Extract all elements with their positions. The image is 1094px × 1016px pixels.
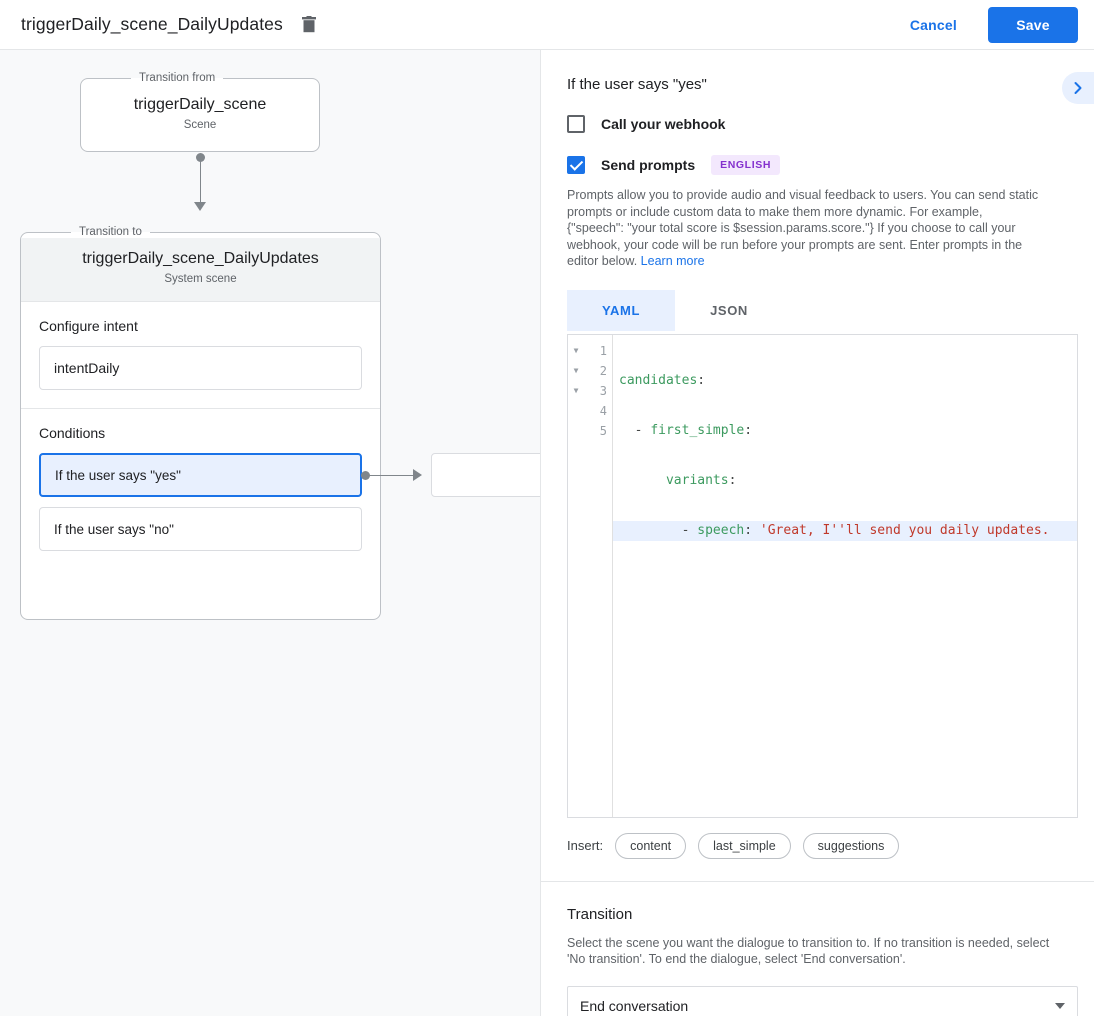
transition-to-header: triggerDaily_scene_DailyUpdates System s… [21, 238, 380, 301]
delete-button[interactable] [297, 13, 321, 37]
fold-arrow-icon[interactable]: ▼ [573, 346, 579, 355]
fold-arrow-icon[interactable]: ▼ [573, 386, 579, 395]
transition-from-node[interactable]: Transition from triggerDaily_scene Scene [80, 72, 320, 152]
insert-chips-row: Insert: content last_simple suggestions [567, 832, 1094, 859]
top-app-bar: triggerDaily_scene_DailyUpdates Cancel S… [0, 0, 1094, 50]
transition-from-subtitle: Scene [183, 119, 217, 131]
insert-label: Insert: [567, 838, 604, 853]
gutter-row: ▼3 [568, 381, 612, 401]
insert-chip-content[interactable]: content [615, 832, 687, 859]
condition-item-yes[interactable]: If the user says "yes" [39, 453, 362, 497]
language-badge: ENGLISH [711, 155, 780, 175]
transition-select[interactable]: End conversation [567, 985, 1078, 1016]
gutter-row: 4 [568, 401, 612, 421]
fold-arrow-icon[interactable]: ▼ [573, 366, 579, 375]
transition-from-legend: Transition from [139, 72, 216, 84]
cancel-button[interactable]: Cancel [896, 9, 971, 41]
connector-line-vertical [200, 157, 201, 203]
code-line-3: variants: [619, 472, 737, 488]
call-webhook-label: Call your webhook [601, 116, 726, 132]
transition-to-legend: Transition to [79, 226, 142, 238]
target-node-partial[interactable] [431, 453, 540, 497]
code-line-5 [613, 571, 1077, 591]
conditions-label: Conditions [39, 425, 106, 441]
transition-section: Transition Select the scene you want the… [541, 882, 1094, 1016]
chevron-down-icon [1055, 1002, 1065, 1009]
transition-select-value: End conversation [580, 997, 689, 1014]
condition-item-no[interactable]: If the user says "no" [39, 507, 362, 551]
prompts-description-text: Prompts allow you to provide audio and v… [567, 188, 1039, 268]
send-prompts-label: Send prompts [601, 157, 696, 173]
connector-arrow-down [194, 202, 206, 211]
panel-header: If the user says "yes" [541, 50, 1094, 93]
prompts-description: Prompts allow you to provide audio and v… [541, 187, 1066, 270]
condition-details-panel: If the user says "yes" Call your webhook… [541, 50, 1094, 1016]
save-button[interactable]: Save [988, 6, 1078, 43]
line-number: 5 [599, 423, 607, 438]
tab-yaml[interactable]: YAML [567, 289, 675, 331]
send-prompts-checkbox[interactable] [567, 156, 585, 174]
gutter-row: 5 [568, 421, 612, 441]
call-webhook-row[interactable]: Call your webhook [541, 115, 1094, 133]
insert-chip-suggestions[interactable]: suggestions [802, 832, 900, 859]
intent-input[interactable]: intentDaily [39, 346, 362, 390]
editor-code-area[interactable]: candidates: - first_simple: variants: - … [613, 335, 1077, 817]
code-line-4: - speech: 'Great, I''ll send you daily u… [613, 520, 1077, 541]
line-number: 3 [599, 383, 607, 398]
gutter-row: ▼1 [568, 341, 612, 361]
send-prompts-row[interactable]: Send prompts ENGLISH [541, 155, 1094, 175]
call-webhook-checkbox[interactable] [567, 115, 585, 133]
tab-json[interactable]: JSON [675, 290, 783, 331]
transition-title: Transition [567, 905, 633, 923]
editor-format-tabs: YAML JSON [567, 289, 1094, 331]
transition-from-title: triggerDaily_scene [133, 96, 267, 113]
page-title: triggerDaily_scene_DailyUpdates [21, 14, 283, 34]
connector-arrow-right [413, 469, 422, 481]
transition-to-node[interactable]: Transition to triggerDaily_scene_DailyUp… [20, 226, 381, 620]
chevron-right-icon [1074, 82, 1082, 94]
line-number: 2 [599, 363, 607, 378]
configure-intent-section: Configure intent intentDaily [21, 301, 380, 408]
scene-graph-canvas[interactable]: Transition from triggerDaily_scene Scene… [0, 50, 541, 1016]
connector-dot-condition [361, 471, 370, 480]
transition-description: Select the scene you want the dialogue t… [567, 935, 1050, 967]
prompt-code-editor[interactable]: ▼1 ▼2 ▼3 4 5 candidates: - first_simple:… [567, 333, 1078, 818]
expand-panel-button[interactable] [1062, 72, 1094, 104]
trash-icon [301, 15, 316, 32]
code-line-2: - first_simple: [619, 422, 753, 438]
line-number: 1 [599, 343, 607, 358]
editor-gutter: ▼1 ▼2 ▼3 4 5 [568, 334, 613, 817]
configure-intent-label: Configure intent [39, 318, 138, 334]
code-line-1: candidates: [619, 372, 706, 388]
transition-to-title: triggerDaily_scene_DailyUpdates [82, 250, 319, 267]
learn-more-link[interactable]: Learn more [640, 254, 705, 268]
insert-chip-last-simple[interactable]: last_simple [698, 832, 791, 859]
conditions-section: Conditions If the user says "yes" If the… [21, 408, 380, 569]
panel-title: If the user says "yes" [567, 76, 707, 93]
transition-to-subtitle: System scene [164, 273, 237, 285]
gutter-row: ▼2 [568, 361, 612, 381]
section-divider [541, 880, 1094, 882]
connector-line-horizontal [369, 475, 414, 476]
topbar-actions: Cancel Save [896, 6, 1078, 43]
line-number: 4 [599, 403, 607, 418]
